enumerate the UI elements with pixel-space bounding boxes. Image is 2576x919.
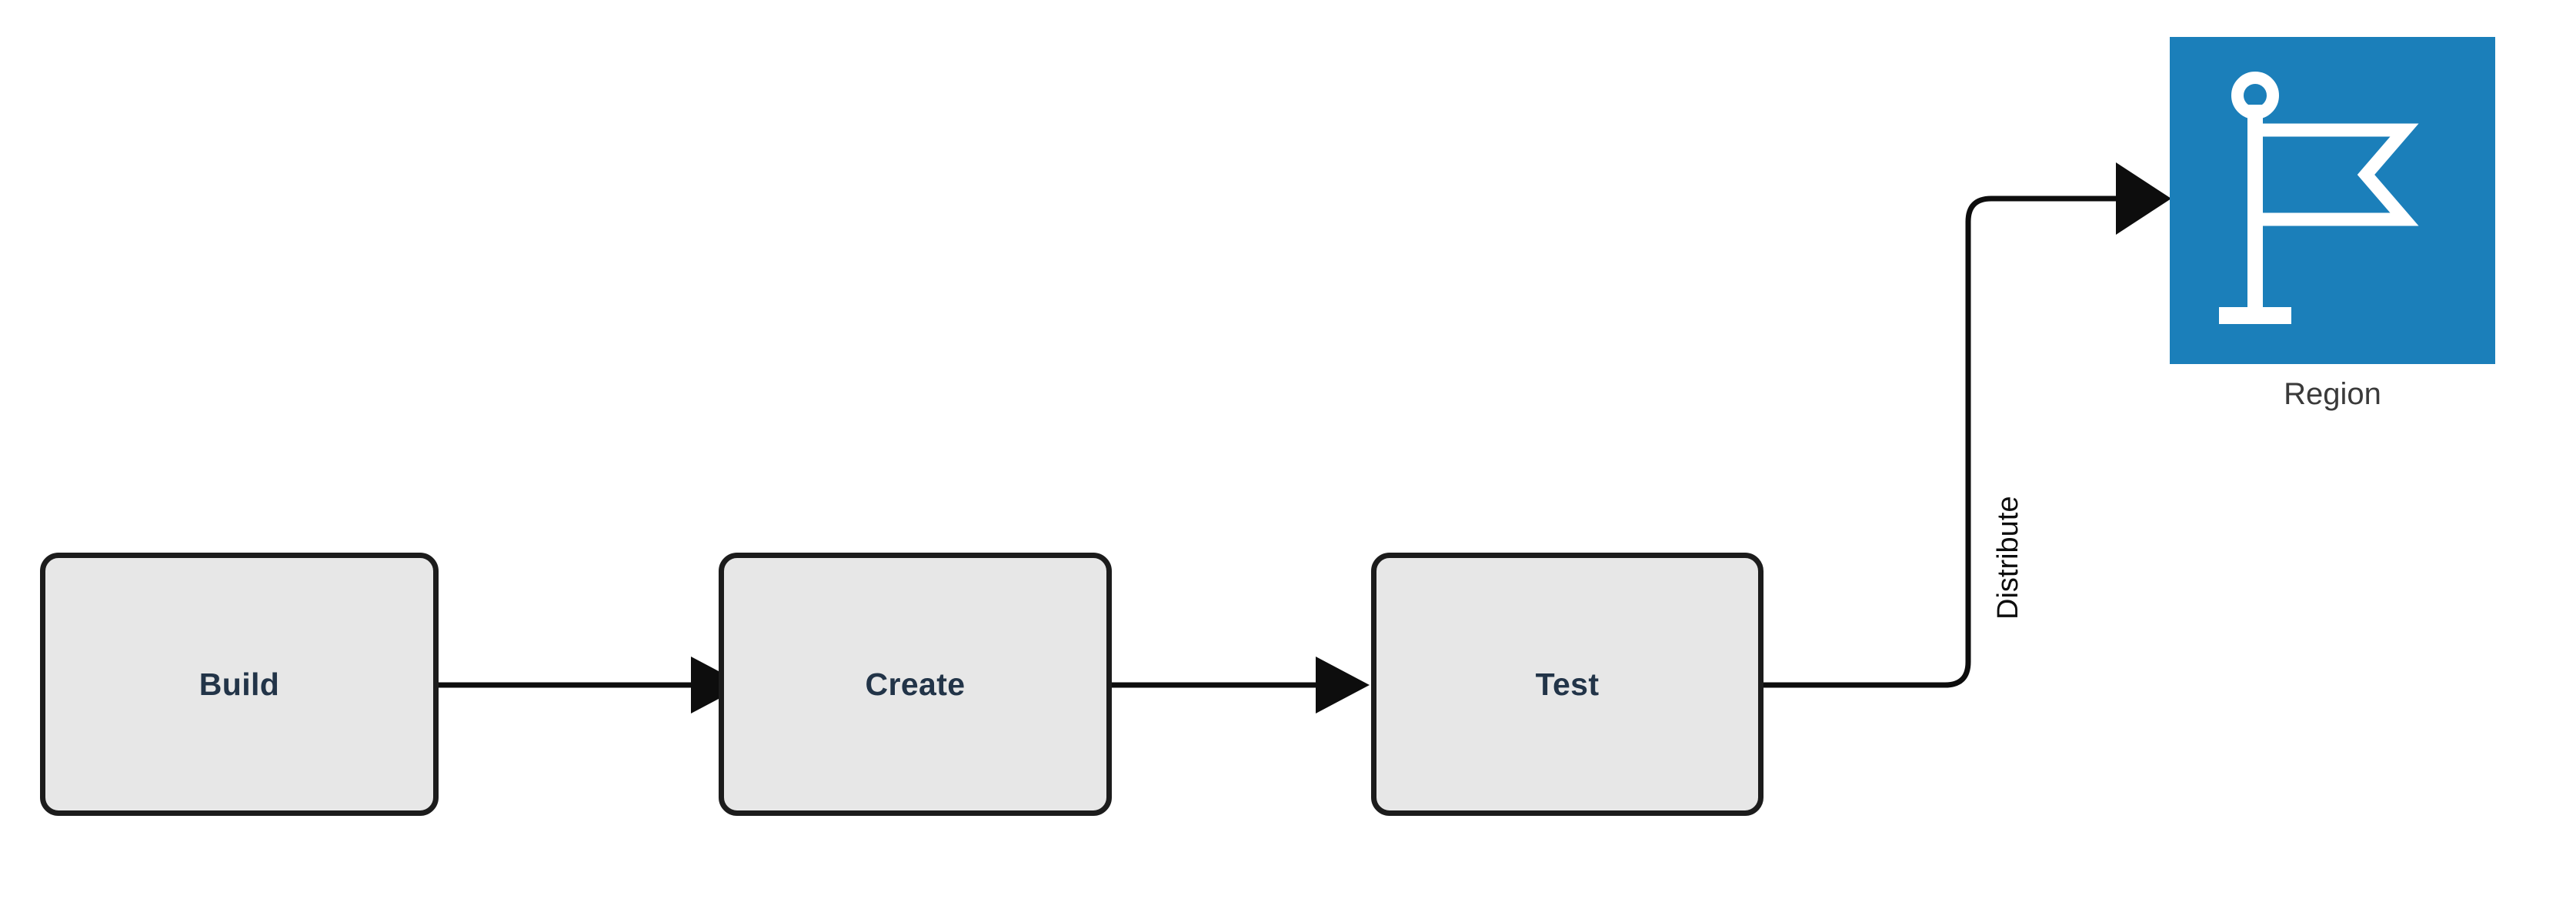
region-group[interactable]: Region: [2170, 37, 2495, 468]
flag-banner: [2248, 123, 2419, 226]
node-create-label: Create: [865, 666, 966, 702]
edge-label-distribute: Distribute: [1992, 496, 2024, 620]
flag-base: [2219, 307, 2291, 324]
flag-pole-knob: [2231, 72, 2279, 119]
node-build-label: Build: [199, 666, 280, 702]
edge-test-to-region: [1763, 162, 2171, 688]
flag-icon: [2219, 72, 2419, 324]
node-test[interactable]: Test: [1371, 553, 1763, 816]
arrowhead-icon: [2116, 162, 2171, 235]
region-caption: Region: [2284, 377, 2381, 411]
node-build[interactable]: Build: [40, 553, 439, 816]
edge-path: [1763, 195, 2117, 688]
arrowhead-icon: [691, 657, 745, 713]
node-create[interactable]: Create: [719, 553, 1112, 816]
node-test-label: Test: [1535, 666, 1600, 702]
edge-build-to-create: [439, 657, 745, 713]
edge-create-to-test: [1112, 657, 1370, 713]
arrowhead-icon: [1316, 657, 1370, 713]
